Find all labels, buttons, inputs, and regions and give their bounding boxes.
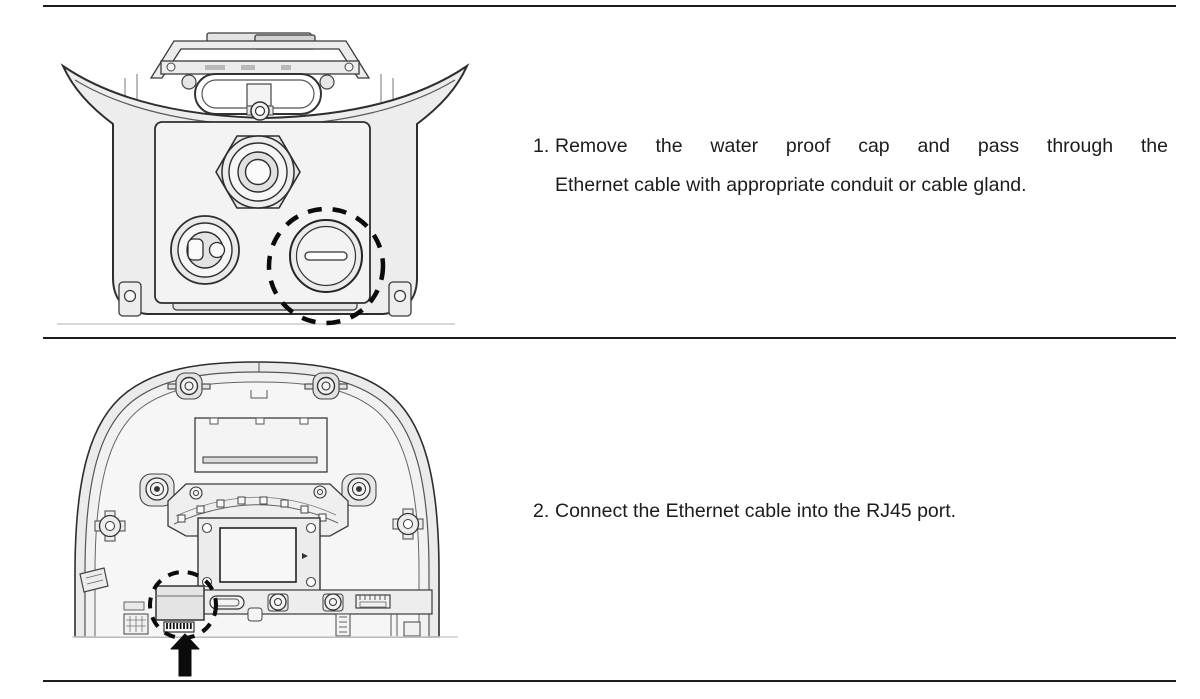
step-text-line: Ethernet cable with appropriate conduit … <box>555 174 1027 196</box>
charger-bottom-exterior-drawing <box>57 32 470 326</box>
waterproof-cap <box>289 219 363 293</box>
side-screw-right <box>392 508 424 540</box>
top-screw-right <box>304 372 348 400</box>
dashed-highlight-circle <box>148 570 218 640</box>
step-number: 1. <box>533 135 550 157</box>
display-cutout <box>194 417 328 473</box>
power-socket <box>170 215 240 285</box>
rj45-port <box>155 585 205 633</box>
figure-charging-station-bottom-interior <box>72 358 458 680</box>
figure-charging-station-bottom-exterior <box>55 32 475 332</box>
row-divider-middle <box>43 337 1176 339</box>
bottom-chassis-strip <box>202 589 433 622</box>
top-screw-left <box>167 372 211 400</box>
dashed-highlight-circle <box>266 206 386 326</box>
mounting-feet <box>118 281 412 317</box>
instruction-step-1: 1. Remove the water proof cap and pass t… <box>533 127 1168 205</box>
gasket-screw-right <box>319 74 335 90</box>
panel-screw <box>246 101 274 121</box>
step-text-line: Remove the water proof cap and pass thro… <box>555 135 1168 157</box>
side-screw-left <box>94 510 126 542</box>
row-divider-bottom <box>43 680 1176 682</box>
internal-board <box>160 60 360 75</box>
arrow-up-icon <box>170 633 200 677</box>
gasket-screw-left <box>181 74 197 90</box>
top-notch <box>250 390 268 399</box>
lower-components <box>79 567 421 637</box>
hinge-boss-left <box>139 473 175 507</box>
central-module <box>197 517 321 593</box>
step-text: Remove the water proof cap and pass thro… <box>555 127 1168 205</box>
hinge-boss-right <box>341 473 377 507</box>
row-divider-top <box>43 5 1176 7</box>
step-text-line: Connect the Ethernet cable into the RJ45… <box>555 500 957 522</box>
step-text: Connect the Ethernet cable into the RJ45… <box>555 492 1168 531</box>
step-number: 2. <box>533 500 550 522</box>
cable-gland <box>215 135 301 209</box>
instruction-step-2: 2. Connect the Ethernet cable into the R… <box>533 492 1168 531</box>
charger-bottom-interior-drawing <box>72 361 458 677</box>
